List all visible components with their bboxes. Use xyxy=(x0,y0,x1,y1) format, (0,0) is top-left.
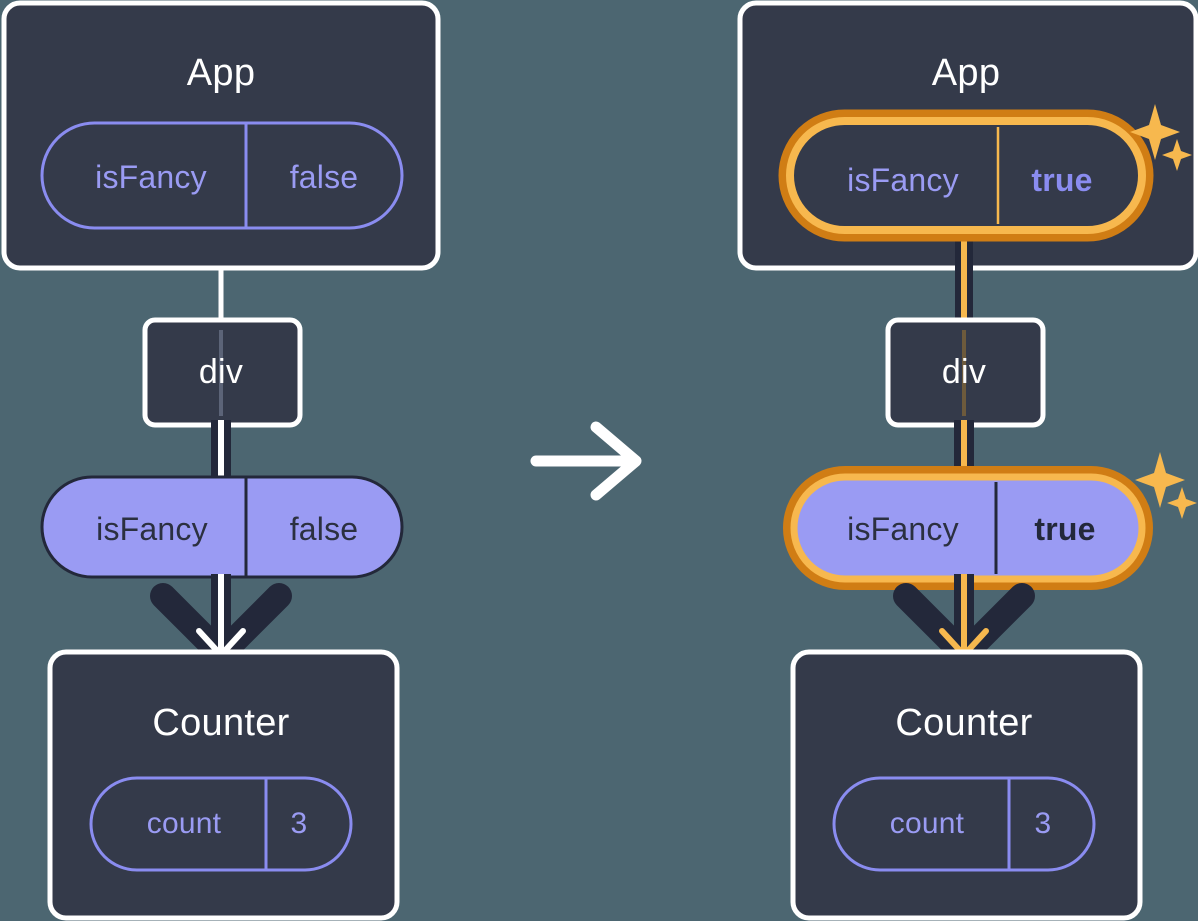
sparkle-large-2 xyxy=(1135,452,1185,508)
left-app-pill xyxy=(40,121,404,230)
left-div-node xyxy=(142,317,303,428)
right-counter-pill-shape xyxy=(832,776,1096,872)
left-counter-panel-rect xyxy=(47,649,400,921)
sparkles-icon xyxy=(1130,104,1192,171)
sparkle-small-1 xyxy=(1162,139,1192,171)
arrow-right-icon xyxy=(530,421,642,501)
right-prop-pill xyxy=(783,466,1153,590)
transition-arrow-head xyxy=(590,421,642,501)
right-prop-pill-inner-ring xyxy=(790,473,1146,583)
left-prop-pill-shape xyxy=(40,475,404,579)
right-counter-panel xyxy=(790,649,1143,921)
left-counter-panel xyxy=(47,649,400,921)
sparkle-small-2 xyxy=(1167,487,1197,519)
left-app-pill-shape xyxy=(40,121,404,230)
sparkles-icon xyxy=(1135,452,1197,519)
right-counter-panel-rect xyxy=(790,649,1143,921)
right-app-pill xyxy=(778,109,1154,242)
left-counter-pill-shape xyxy=(89,776,353,872)
left-prop-pill xyxy=(40,475,404,579)
right-div-node xyxy=(885,317,1046,428)
right-app-pill-inner-ring xyxy=(786,117,1146,234)
sparkle-large-1 xyxy=(1130,104,1180,160)
